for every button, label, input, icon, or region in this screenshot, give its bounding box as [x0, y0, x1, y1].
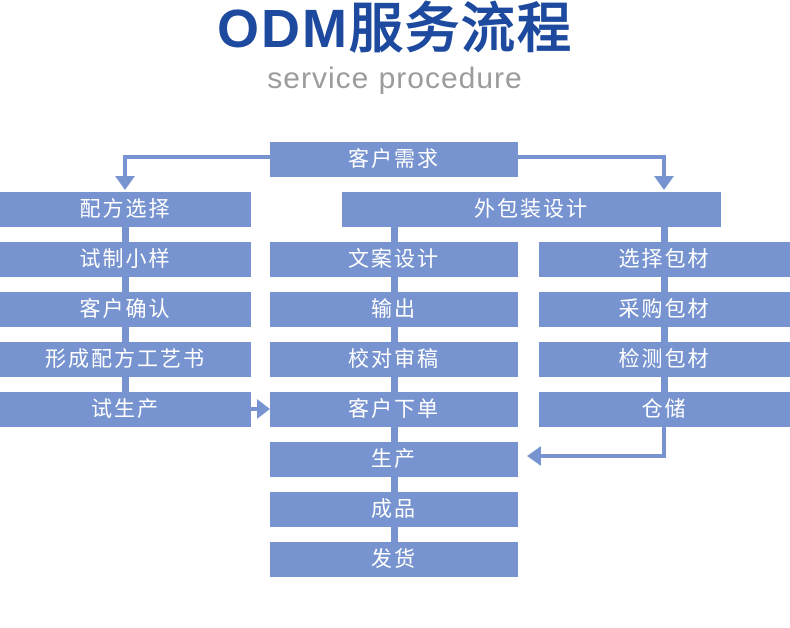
connector-mid-3	[391, 327, 398, 342]
connector-left-4	[122, 377, 129, 392]
arrow-left-icon	[527, 446, 541, 466]
customer-confirm-box: 客户确认	[0, 292, 251, 327]
material-purchase-box: 采购包材	[539, 292, 790, 327]
copywriting-design-box: 文案设计	[270, 242, 518, 277]
arrow-down-icon	[115, 176, 135, 190]
arrow-line	[123, 155, 127, 177]
connector-right-3	[661, 327, 668, 342]
customer-order-box: 客户下单	[270, 392, 518, 427]
connector-right-1	[661, 227, 668, 242]
arrow-line	[662, 427, 666, 458]
trial-production-box: 试生产	[0, 392, 251, 427]
connector-left-2	[122, 277, 129, 292]
material-selection-box: 选择包材	[539, 242, 790, 277]
arrow-right-icon	[257, 399, 270, 419]
warehousing-box: 仓储	[539, 392, 790, 427]
connector-mid-1	[391, 227, 398, 242]
finished-product-box: 成品	[270, 492, 518, 527]
shipping-box: 发货	[270, 542, 518, 577]
material-inspection-box: 检测包材	[539, 342, 790, 377]
customer-demand-box: 客户需求	[270, 142, 518, 177]
connector-left-1	[122, 227, 129, 242]
output-box: 输出	[270, 292, 518, 327]
arrow-line	[251, 407, 259, 411]
connector-mid-5	[391, 427, 398, 442]
connector-mid-2	[391, 277, 398, 292]
sample-trial-box: 试制小样	[0, 242, 251, 277]
connector-mid-7	[391, 527, 398, 542]
formula-craft-book-box: 形成配方工艺书	[0, 342, 251, 377]
connector-left-3	[122, 327, 129, 342]
proofreading-box: 校对审稿	[270, 342, 518, 377]
connector-mid-6	[391, 477, 398, 492]
arrow-down-icon	[654, 176, 674, 190]
arrow-line	[662, 155, 666, 177]
packaging-design-box: 外包装设计	[342, 192, 721, 227]
arrow-line	[518, 155, 666, 159]
page-subtitle: service procedure	[267, 62, 523, 95]
formula-selection-box: 配方选择	[0, 192, 251, 227]
connector-right-2	[661, 277, 668, 292]
arrow-line	[124, 155, 270, 159]
connector-right-4	[661, 377, 668, 392]
page-title: ODM服务流程	[217, 0, 573, 59]
production-box: 生产	[270, 442, 518, 477]
arrow-line	[540, 454, 666, 458]
connector-mid-4	[391, 377, 398, 392]
